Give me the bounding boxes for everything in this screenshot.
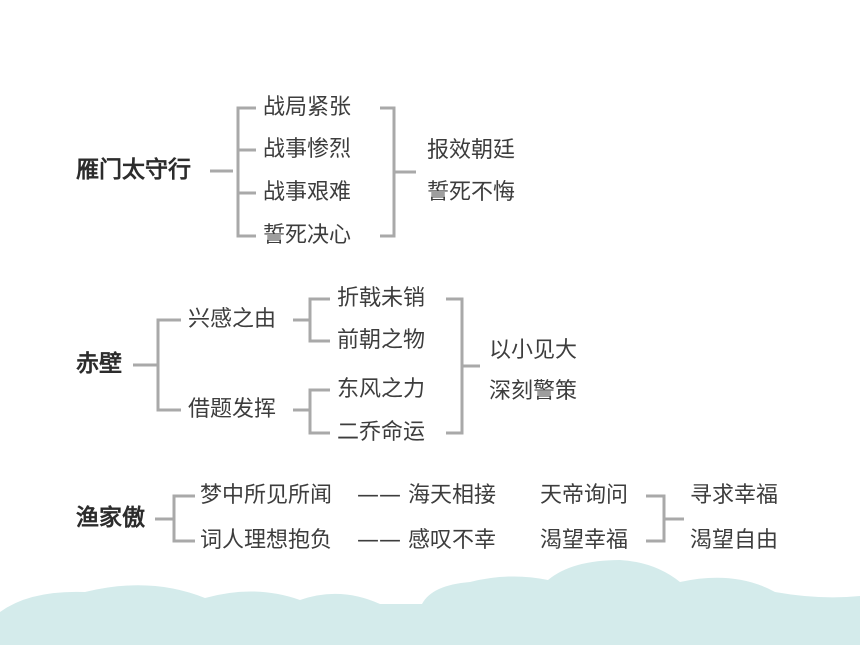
poem2-branch2-item-2: 二乔命运 bbox=[337, 420, 426, 445]
poem2-branch2-label: 借题发挥 bbox=[188, 397, 277, 422]
poem1-item-3: 战事艰难 bbox=[263, 180, 352, 205]
poem3-summary-2: 渴望自由 bbox=[690, 528, 779, 553]
bracket-poem2-branch1 bbox=[293, 297, 330, 343]
poem2-branch1-label: 兴感之由 bbox=[188, 307, 277, 332]
poem3-row1-left: 梦中所见所闻 bbox=[200, 483, 333, 508]
poem2-summary-1: 以小见大 bbox=[489, 338, 578, 363]
poem3-row2-left: 词人理想抱负 bbox=[200, 528, 333, 553]
poem3-row1-right: 天帝询问 bbox=[540, 483, 629, 508]
poem2-title: 赤壁 bbox=[76, 351, 122, 377]
poem3-summary-1: 寻求幸福 bbox=[690, 483, 779, 508]
poem1-summary-2: 誓死不悔 bbox=[427, 180, 516, 205]
poem1-item-2: 战事惨烈 bbox=[263, 137, 352, 162]
poem1-item-1: 战局紧张 bbox=[263, 95, 352, 120]
cloud-shape bbox=[0, 560, 860, 645]
bracket-poem1-left bbox=[236, 106, 256, 238]
poem1-item-4: 誓死决心 bbox=[263, 223, 352, 248]
poem3-row2-mid: 感叹不幸 bbox=[408, 528, 497, 553]
poem2-branch1-item-2: 前朝之物 bbox=[337, 328, 426, 353]
poem2-branch2-item-1: 东风之力 bbox=[337, 377, 426, 402]
bracket-poem2-branches bbox=[156, 318, 181, 412]
poem2-summary-2: 深刻警策 bbox=[489, 379, 578, 404]
poem2-branch1-item-1: 折戟未销 bbox=[337, 286, 426, 311]
poem3-row2-right: 渴望幸福 bbox=[540, 528, 629, 553]
poem1-title: 雁门太守行 bbox=[76, 157, 191, 183]
poem3-row1-dash: —— bbox=[357, 483, 401, 508]
poem3-row1-mid: 海天相接 bbox=[408, 483, 497, 508]
bracket-poem3-rows bbox=[172, 494, 195, 543]
poem3-row2-dash: —— bbox=[357, 528, 401, 553]
poem3-title: 渔家傲 bbox=[76, 505, 145, 531]
bracket-poem2-branch2 bbox=[293, 388, 330, 435]
poem1-summary-1: 报效朝廷 bbox=[427, 138, 516, 163]
